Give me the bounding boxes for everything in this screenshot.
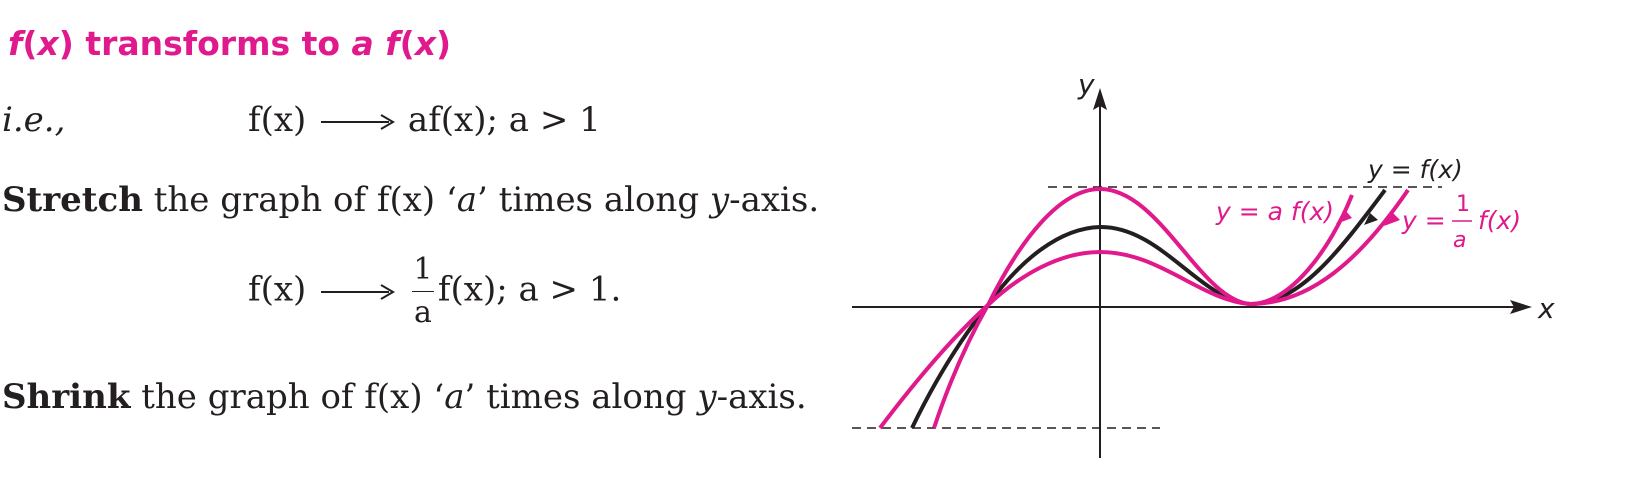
- curve-a-f-arrowhead-icon: [1336, 210, 1352, 224]
- ie-label: i.e.,: [2, 100, 66, 140]
- long-right-arrow-icon: [321, 114, 396, 130]
- curve-f-arrowhead-icon: [1364, 213, 1378, 225]
- label-y-equals-f: y = f(x): [1367, 155, 1463, 184]
- svg-text:f(x): f(x): [1478, 206, 1521, 235]
- svg-text:y =: y =: [1401, 206, 1446, 235]
- curve-inv-a-f-arrowhead-icon: [1384, 212, 1400, 226]
- svg-text:1: 1: [1456, 192, 1470, 217]
- shrink-statement: Shrink the graph of f(x) ‘a’ times along…: [2, 377, 807, 417]
- long-right-arrow-icon: [321, 283, 396, 300]
- y-axis-arrow-icon: [1093, 88, 1107, 110]
- curve-inv-a-f: [878, 188, 1410, 430]
- x-axis-arrow-icon: [1510, 300, 1532, 314]
- label-y-equals-inv-a-f: y = 1 a f(x): [1401, 192, 1521, 253]
- mapping-stretch: f(x) af(x); a > 1: [248, 100, 601, 140]
- y-axis-label: y: [1077, 68, 1095, 101]
- stretch-statement: Stretch the graph of f(x) ‘a’ times alon…: [2, 180, 820, 220]
- label-y-equals-a-f: y = a f(x): [1215, 197, 1334, 226]
- svg-text:a: a: [1453, 228, 1466, 253]
- section-heading: f(x) transforms to a f(x): [8, 24, 452, 63]
- curve-f: [910, 188, 1387, 429]
- x-axis-label: x: [1537, 292, 1555, 325]
- curve-a-f: [932, 186, 1354, 429]
